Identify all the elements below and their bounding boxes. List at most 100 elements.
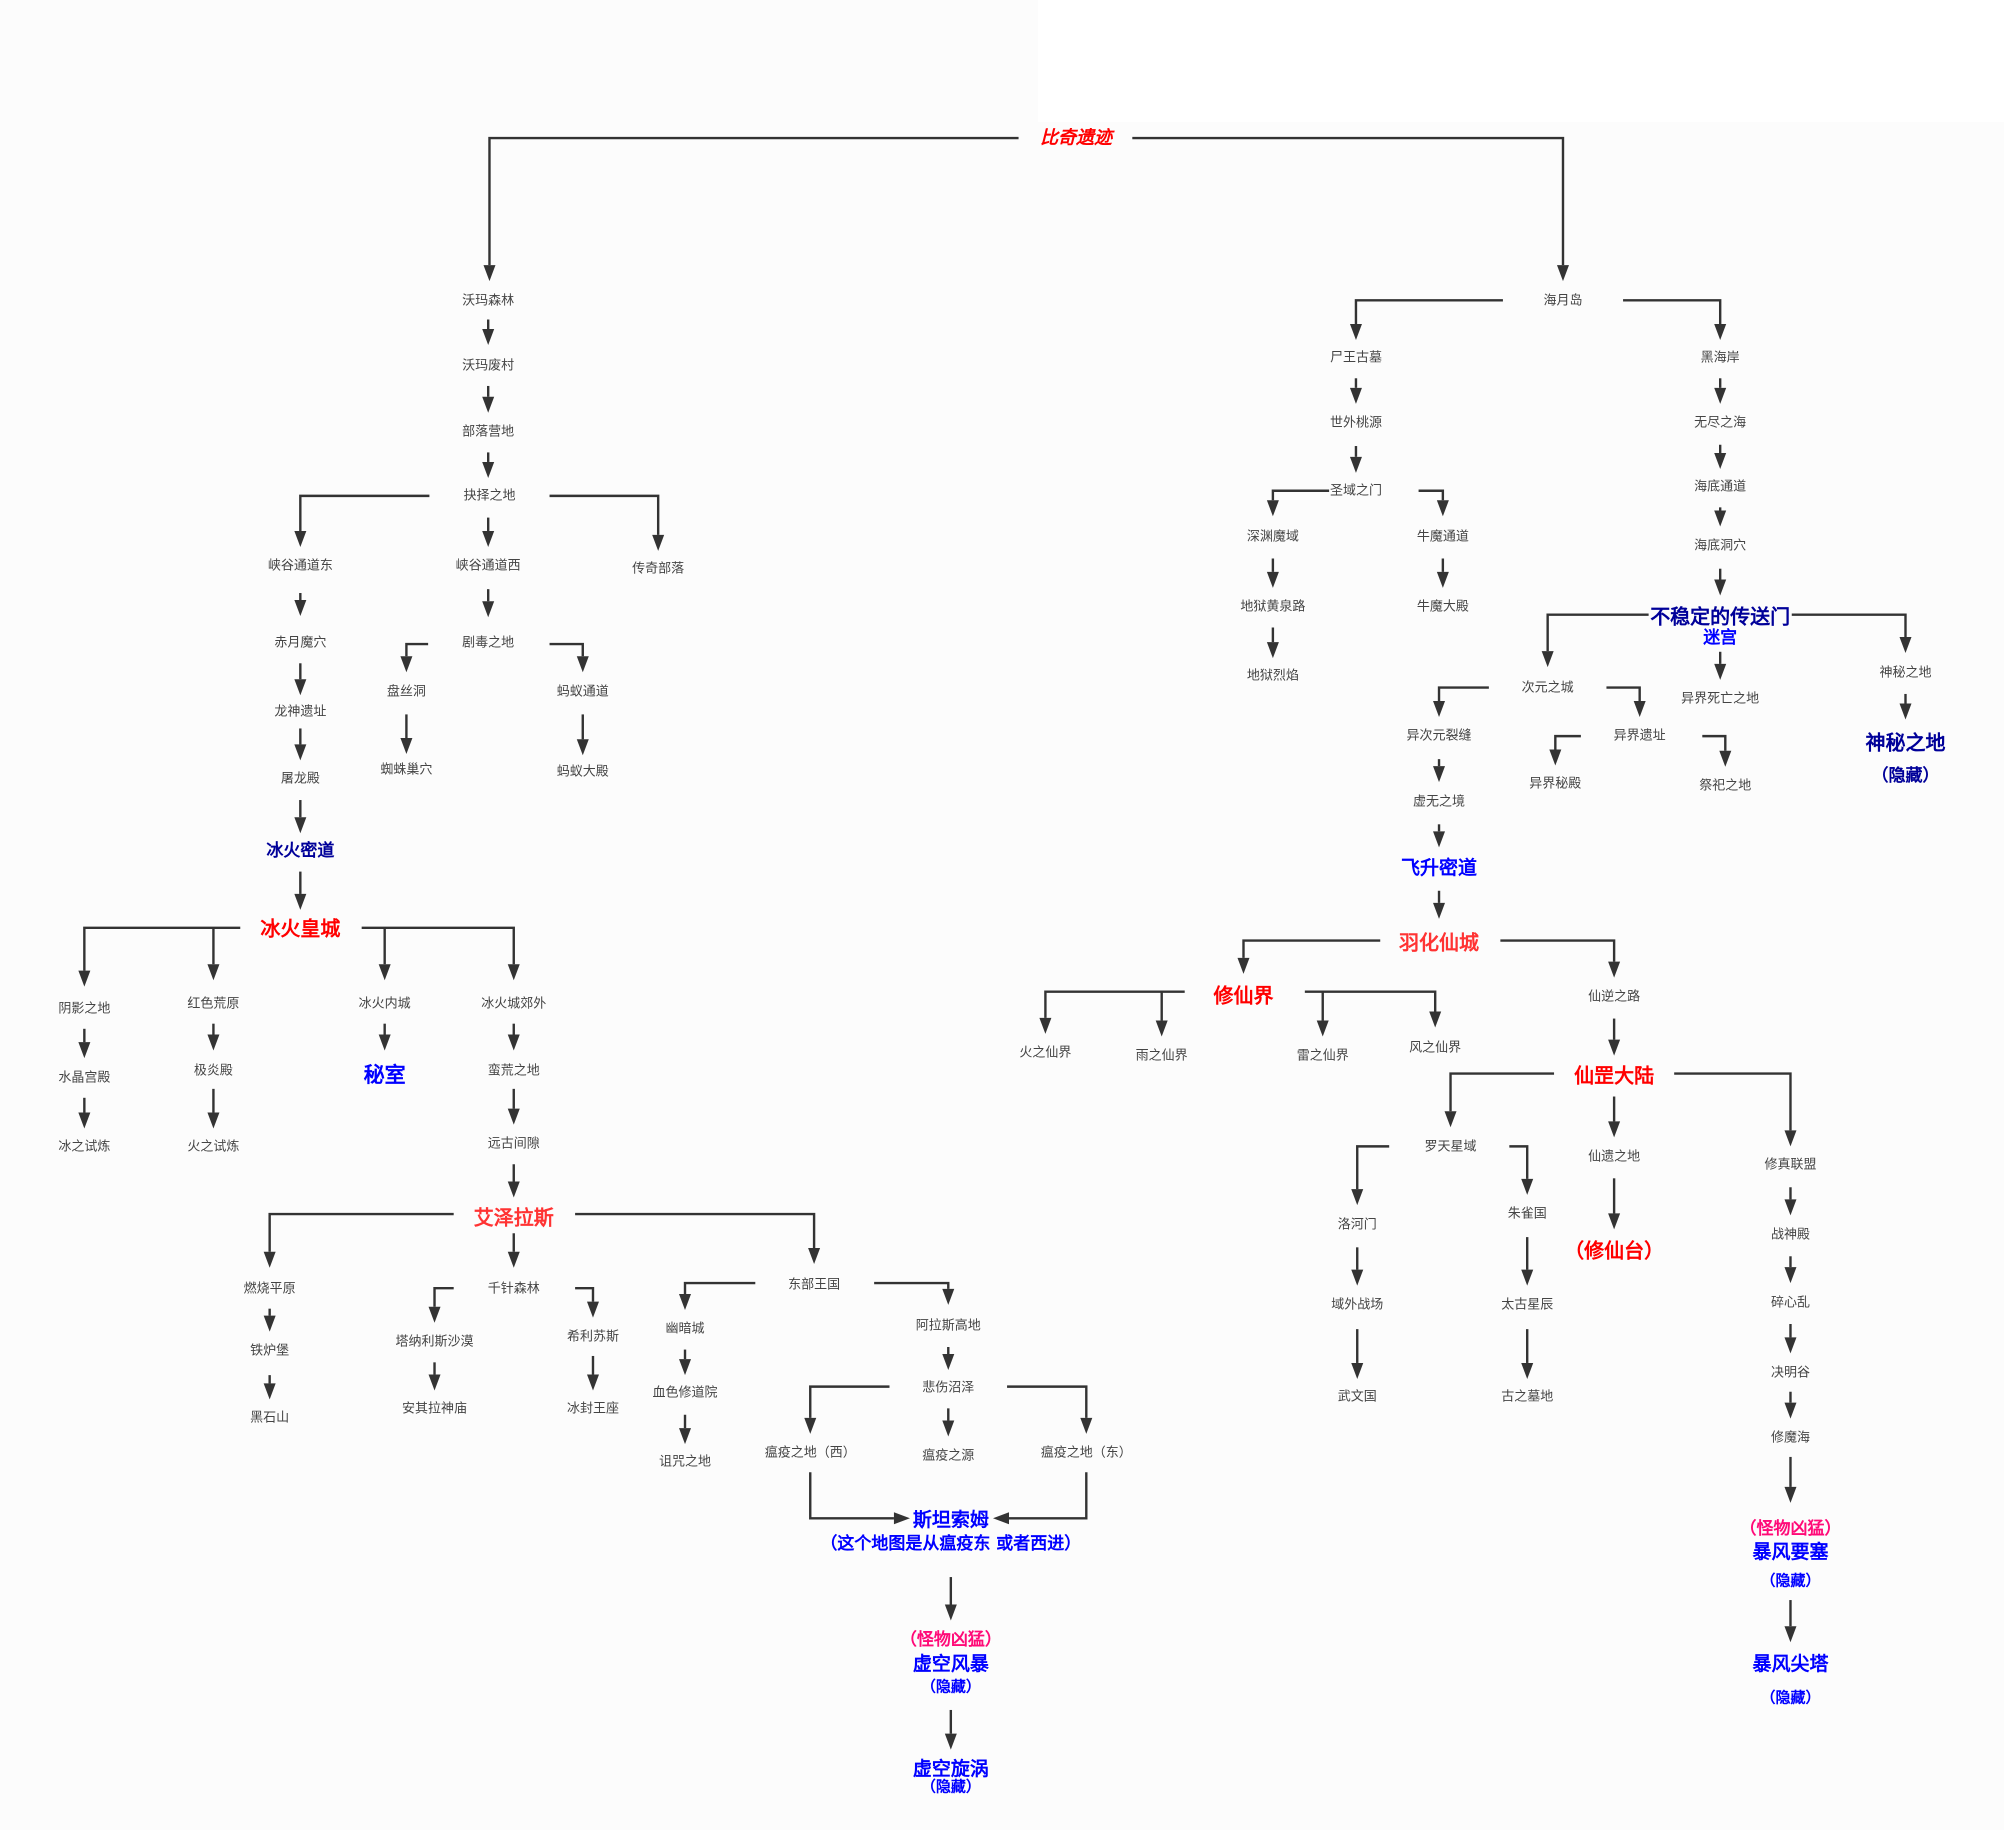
connector-line xyxy=(1437,686,1489,701)
connector-line xyxy=(1009,1472,1088,1520)
arrowhead-icon xyxy=(1899,637,1912,654)
arrowhead-icon xyxy=(294,817,307,834)
map-node: 黑海岸 xyxy=(1700,350,1740,366)
arrowhead-icon xyxy=(428,1374,441,1391)
map-node-highlight: 修仙界 xyxy=(1213,983,1274,1008)
map-node: 沃玛废村 xyxy=(462,358,515,374)
map-node: 盘丝洞 xyxy=(386,684,426,700)
map-node: 地狱黄泉路 xyxy=(1240,599,1306,615)
map-node: 武文国 xyxy=(1337,1389,1377,1405)
arrowhead-icon xyxy=(1521,1178,1534,1195)
map-node: 冰封王座 xyxy=(566,1401,619,1417)
map-node-highlight: 神秘之地 xyxy=(1865,730,1946,755)
map-node: 铁炉堡 xyxy=(250,1343,290,1359)
map-node: 诅咒之地 xyxy=(658,1454,712,1470)
map-node-highlight: 斯坦索姆 xyxy=(912,1508,989,1531)
map-node: 牛魔通道 xyxy=(1416,529,1469,545)
map-node: 蚂蚁通道 xyxy=(556,684,609,700)
connector-line xyxy=(1702,734,1727,751)
arrowhead-icon xyxy=(1436,500,1449,517)
map-node-highlight: （隐藏） xyxy=(1760,1688,1821,1707)
map-node: 赤月魔穴 xyxy=(274,635,327,651)
arrowhead-icon xyxy=(507,1108,520,1125)
arrowhead-icon xyxy=(1714,453,1727,470)
arrowhead-icon xyxy=(400,738,413,755)
connector-line xyxy=(809,1472,894,1520)
map-node: 冰之试炼 xyxy=(58,1139,111,1155)
arrowhead-icon xyxy=(294,744,307,761)
map-node: 远古间隙 xyxy=(487,1136,540,1152)
arrowhead-icon xyxy=(1714,323,1727,340)
map-node-highlight: （隐藏） xyxy=(1760,1571,1821,1590)
arrowhead-icon xyxy=(1155,1020,1168,1037)
map-node-highlight: 冰火皇城 xyxy=(260,916,341,941)
arrowhead-icon xyxy=(1608,1039,1621,1056)
connector-line xyxy=(549,642,584,657)
connector-line xyxy=(1242,939,1381,958)
map-node: 决明谷 xyxy=(1770,1365,1810,1381)
map-node: 神秘之地 xyxy=(1879,665,1932,681)
map-node-highlight: （隐藏） xyxy=(920,1777,981,1796)
arrowhead-icon xyxy=(1316,1020,1329,1037)
map-node: 战神殿 xyxy=(1770,1227,1810,1243)
arrowhead-icon xyxy=(482,329,495,346)
arrowhead-icon xyxy=(1039,1017,1052,1034)
map-node: 千针森林 xyxy=(487,1281,540,1297)
map-node: 冰火内城 xyxy=(358,996,411,1012)
map-node-highlight: 虚空风暴 xyxy=(912,1653,989,1676)
map-node: 燃烧平原 xyxy=(243,1281,296,1297)
arrowhead-icon xyxy=(1784,1337,1797,1354)
arrowhead-icon xyxy=(1784,1402,1797,1419)
map-node: 仙逆之路 xyxy=(1588,989,1641,1005)
connector-line xyxy=(1791,613,1907,638)
arrowhead-icon xyxy=(1444,1111,1457,1128)
arrowhead-icon xyxy=(1714,663,1727,680)
map-node: 蚂蚁大殿 xyxy=(556,764,609,780)
map-node-highlight: 比奇遗迹 xyxy=(1040,127,1113,149)
arrowhead-icon xyxy=(1080,1417,1093,1434)
arrowhead-icon xyxy=(1351,1189,1364,1206)
map-node: 世外桃源 xyxy=(1329,415,1382,431)
arrowhead-icon xyxy=(1266,571,1279,588)
map-node-highlight: 羽化仙城 xyxy=(1399,930,1480,955)
map-node-highlight: 秘室 xyxy=(363,1062,406,1087)
map-node-highlight: 冰火密道 xyxy=(266,841,335,862)
map-node: 剧毒之地 xyxy=(462,635,515,651)
connector-line xyxy=(83,926,241,971)
arrowhead-icon xyxy=(1433,831,1446,848)
arrowhead-icon xyxy=(294,679,307,696)
map-node: 东部王国 xyxy=(788,1277,841,1293)
connector-line xyxy=(1546,613,1649,652)
map-node: 峡谷通道西 xyxy=(455,558,521,574)
map-node: 幽暗城 xyxy=(665,1321,705,1337)
connector-line xyxy=(1449,1072,1555,1112)
arrowhead-icon xyxy=(207,964,220,981)
arrowhead-icon xyxy=(294,599,307,616)
connector-line xyxy=(433,1287,454,1307)
connector-line xyxy=(299,494,430,531)
map-node: 蛮荒之地 xyxy=(487,1063,540,1079)
arrowhead-icon xyxy=(942,1288,955,1305)
map-node: 洛河门 xyxy=(1337,1217,1377,1233)
map-node-highlight: 迷宫 xyxy=(1703,628,1738,649)
arrowhead-icon xyxy=(263,1315,276,1332)
map-node: 深渊魔域 xyxy=(1246,529,1299,545)
arrowhead-icon xyxy=(1714,579,1727,596)
map-node: 罗天星域 xyxy=(1424,1139,1477,1155)
arrowhead-icon xyxy=(942,1354,955,1371)
map-node: 异次元裂缝 xyxy=(1406,728,1472,744)
arrowhead-icon xyxy=(1541,651,1554,668)
map-node: 血色修道院 xyxy=(652,1385,718,1401)
arrowhead-icon xyxy=(263,1251,276,1268)
arrowhead-icon xyxy=(1784,1130,1797,1147)
arrowhead-icon xyxy=(1784,1486,1797,1503)
map-node: 碎心乱 xyxy=(1770,1295,1810,1311)
arrowhead-icon xyxy=(804,1417,817,1434)
arrowhead-icon xyxy=(576,656,589,673)
map-node: 雷之仙界 xyxy=(1296,1048,1349,1064)
arrowhead-icon xyxy=(482,601,495,618)
arrowhead-icon xyxy=(679,1359,692,1376)
arrowhead-icon xyxy=(942,1420,955,1437)
arrowhead-icon xyxy=(893,1512,910,1525)
